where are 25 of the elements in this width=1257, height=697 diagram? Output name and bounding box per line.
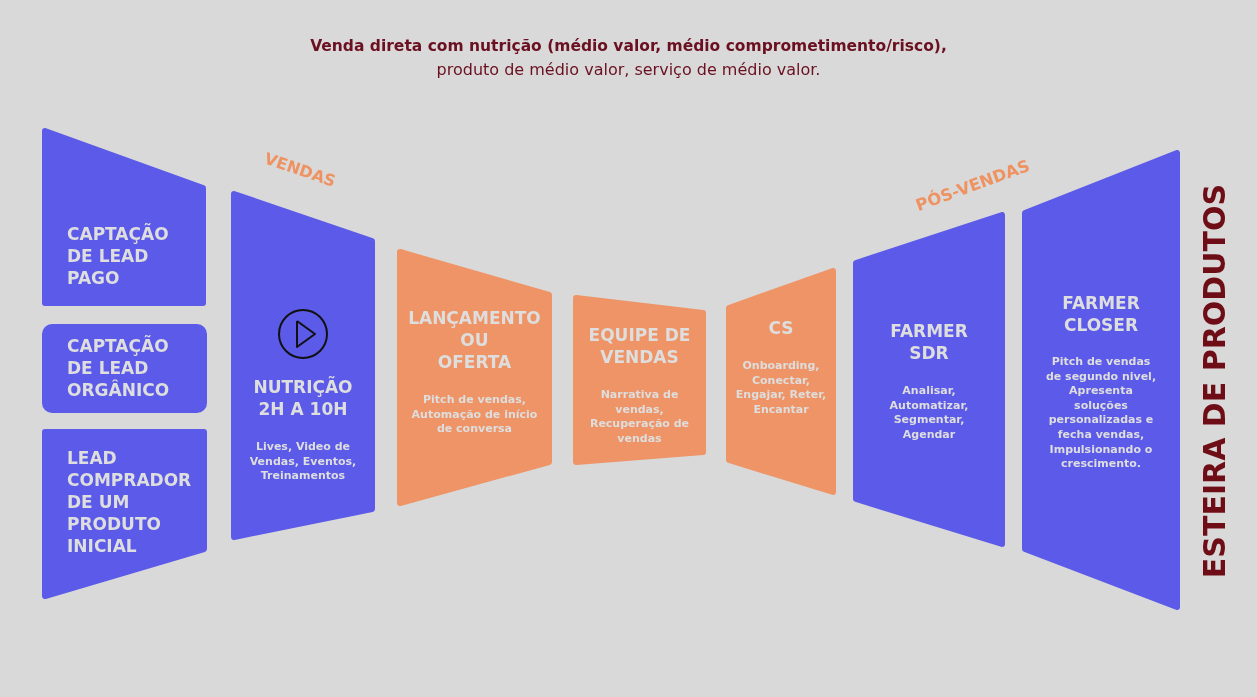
panel-description: Pitch de vendas de segundo nivel, Apresenta soluções personalizadas e fecha vendas, Impulsionando o crescimento.: [1045, 355, 1157, 472]
panel-heading: CAPTAÇÃO DE LEAD PAGO: [67, 223, 170, 289]
panel-description: Onboarding, Conectar, Engajar, Reter, Encantar: [735, 359, 827, 418]
stage-panel: [42, 324, 207, 413]
panel-description: Pitch de vendas, Automação de início de conversa: [411, 393, 538, 437]
stage-panel: [397, 249, 552, 506]
stage-panel: [42, 429, 207, 599]
stage-panel: [42, 128, 206, 306]
panel-heading: LEAD COMPRADOR DE UM PRODUTO INICIAL: [67, 447, 193, 557]
stage-panel: [726, 268, 836, 495]
panel-heading: LANÇAMENTO OU OFERTA: [407, 307, 542, 373]
panel-heading: FARMER CLOSER: [1061, 292, 1141, 336]
panel-heading: NUTRIÇÃO 2H A 10H: [252, 376, 354, 420]
side-heading: ESTEIRA DE PRODUTOS: [1197, 183, 1231, 579]
diagram-title: Venda direta com nutrição (médio valor, médio comprometimento/risco), produto de médio valor, serviço de médio valor.: [309, 36, 948, 81]
stage-panel: [853, 212, 1005, 547]
panel-description: Analisar, Automatizar, Segmentar, Agendar: [889, 384, 969, 443]
panel-description: Narrativa de vendas, Recuperação de vendas: [589, 388, 690, 447]
panel-heading: CS: [767, 317, 795, 339]
panel-description: Lives, Video de Vendas, Eventos, Treinamentos: [249, 440, 357, 484]
panel-heading: EQUIPE DE VENDAS: [588, 324, 691, 368]
stage-panel: [231, 191, 375, 540]
stage-panel: [573, 295, 706, 465]
panel-heading: CAPTAÇÃO DE LEAD ORGÂNICO: [67, 335, 171, 401]
panel-heading: FARMER SDR: [889, 320, 969, 364]
